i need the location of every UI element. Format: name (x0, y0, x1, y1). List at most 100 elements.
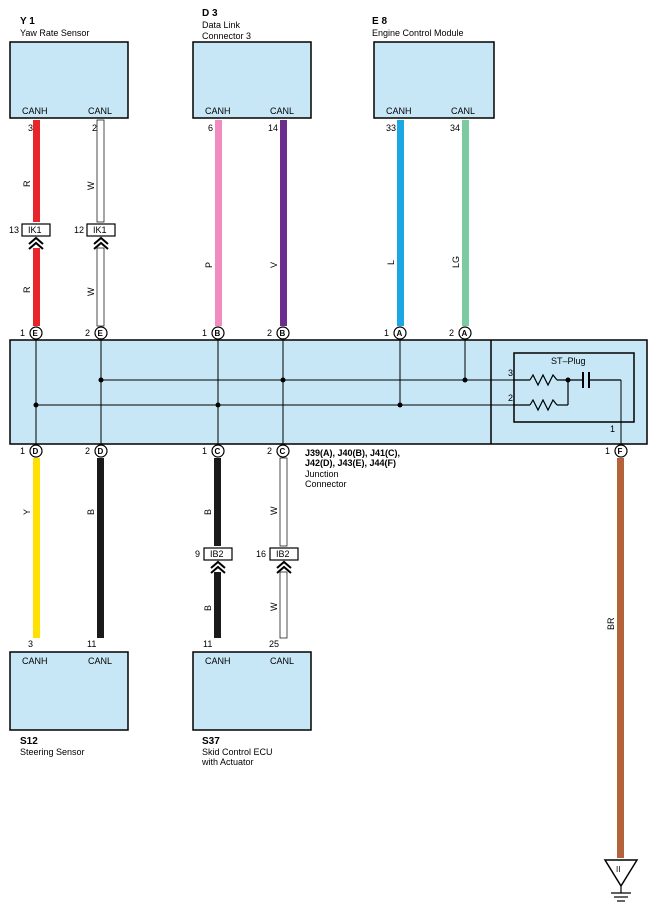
e8-name: Engine Control Module (372, 28, 464, 38)
svg-text:C: C (280, 447, 286, 456)
svg-text:IB2: IB2 (276, 549, 290, 559)
svg-text:D: D (33, 447, 39, 456)
d3-canl-label: CANL (270, 106, 294, 116)
d3-name-line1: Data Link (202, 20, 241, 30)
junction-pin-c2-num: 2 (267, 446, 272, 456)
e8-canl-pin: 34 (450, 123, 460, 133)
st-plug-box (513, 352, 635, 423)
d3-canh-label: CANH (205, 106, 231, 116)
wire-color-b-s12: B (86, 509, 96, 515)
s37-canl-label: CANL (270, 656, 294, 666)
ground-icon: II (603, 859, 639, 902)
wire-color-l: L (386, 260, 396, 265)
junction-pin-d1-num: 1 (20, 446, 25, 456)
s37-canl-pin: 25 (269, 639, 279, 649)
ik1-pin-12: 12 (74, 225, 84, 235)
wire-e8-canh (397, 120, 404, 326)
e8-code: E 8 (372, 16, 387, 27)
junction-pin-c1-num: 1 (202, 446, 207, 456)
ib2-connector-16: IB2 (269, 547, 299, 574)
ib2-pin-9: 9 (195, 549, 200, 559)
svg-text:B: B (215, 329, 221, 338)
svg-text:E: E (33, 329, 39, 338)
s12-name: Steering Sensor (20, 747, 85, 757)
st-pin-1: 1 (610, 424, 615, 434)
wire-y1-canh-lower (33, 248, 40, 326)
e8-canh-label: CANH (386, 106, 412, 116)
wire-color-w-s37-lower: W (269, 602, 279, 611)
wire-color-br: BR (606, 617, 616, 630)
d3-canh-pin: 6 (208, 123, 213, 133)
wire-d3-canh (215, 120, 222, 326)
y1-box (9, 41, 129, 119)
svg-text:II: II (616, 865, 620, 874)
wire-y1-canl-upper (96, 119, 105, 223)
svg-text:D: D (98, 447, 104, 456)
s37-canh-label: CANH (205, 656, 231, 666)
s37-canh-pin: 11 (203, 639, 212, 649)
e8-box (373, 41, 495, 119)
y1-name: Yaw Rate Sensor (20, 28, 89, 38)
e8-canl-label: CANL (451, 106, 475, 116)
ik1-connector-13: IK1 (21, 223, 51, 250)
junction-pin-e2: E (94, 326, 108, 340)
y1-canh-pin: 3 (28, 123, 33, 133)
junction-pin-b2: B (276, 326, 290, 340)
svg-text:A: A (462, 329, 468, 338)
junction-pin-f1: F (614, 444, 628, 458)
y1-canl-label: CANL (88, 106, 112, 116)
junction-dots (33, 377, 571, 408)
d3-code: D 3 (202, 8, 218, 19)
junction-pin-a1: A (393, 326, 407, 340)
junction-pin-b1-num: 1 (202, 328, 207, 338)
ib2-pin-16: 16 (256, 549, 266, 559)
junction-pin-b2-num: 2 (267, 328, 272, 338)
svg-text:IB2: IB2 (210, 549, 224, 559)
d3-name-line2: Connector 3 (202, 31, 251, 41)
wire-color-w-lower: W (86, 287, 96, 296)
d3-canl-pin: 14 (268, 123, 278, 133)
junction-pin-b1: B (211, 326, 225, 340)
junction-label-line3: Junction (305, 469, 339, 479)
wire-s37-canl-lower (279, 571, 288, 639)
wire-s37-canh-upper (214, 458, 221, 546)
svg-text:C: C (215, 447, 221, 456)
s37-box (192, 651, 312, 731)
wire-color-r-upper: R (22, 180, 32, 187)
junction-pin-e1-num: 1 (20, 328, 25, 338)
junction-pin-d1: D (29, 444, 43, 458)
s37-name-line2: with Actuator (201, 757, 254, 767)
wire-s37-canl-upper (279, 457, 288, 547)
s37-code: S37 (202, 736, 220, 747)
wire-color-r-lower: R (22, 286, 32, 293)
wire-color-lg: LG (451, 256, 461, 268)
junction-pin-e1: E (29, 326, 43, 340)
junction-pin-c2: C (276, 444, 290, 458)
wire-color-b-s37-upper: B (203, 509, 213, 515)
junction-pin-f1-num: 1 (605, 446, 610, 456)
wire-color-y: Y (22, 509, 32, 515)
s12-box (9, 651, 129, 731)
junction-pin-e2-num: 2 (85, 328, 90, 338)
junction-label-line1: J39(A), J40(B), J41(C), (305, 448, 400, 458)
wire-color-v: V (269, 262, 279, 268)
junction-pin-a1-num: 1 (384, 328, 389, 338)
s12-canh-pin: 3 (28, 639, 33, 649)
wire-color-b-s37-lower: B (203, 605, 213, 611)
wire-e8-canl (462, 120, 469, 326)
s12-code: S12 (20, 736, 38, 747)
y1-canh-label: CANH (22, 106, 48, 116)
s12-canl-label: CANL (88, 656, 112, 666)
wire-y1-canl-lower (96, 247, 105, 327)
y1-canl-pin: 2 (92, 123, 97, 133)
wire-y1-canh-upper (33, 120, 40, 222)
svg-text:A: A (397, 329, 403, 338)
st-plug-label: ST–Plug (551, 356, 586, 366)
ik1-connector-12: IK1 (86, 223, 116, 250)
ib2-connector-9: IB2 (203, 547, 233, 574)
junction-pin-d2: D (94, 444, 108, 458)
d3-box (192, 41, 312, 119)
wire-color-p: P (204, 262, 214, 268)
junction-pin-d2-num: 2 (85, 446, 90, 456)
